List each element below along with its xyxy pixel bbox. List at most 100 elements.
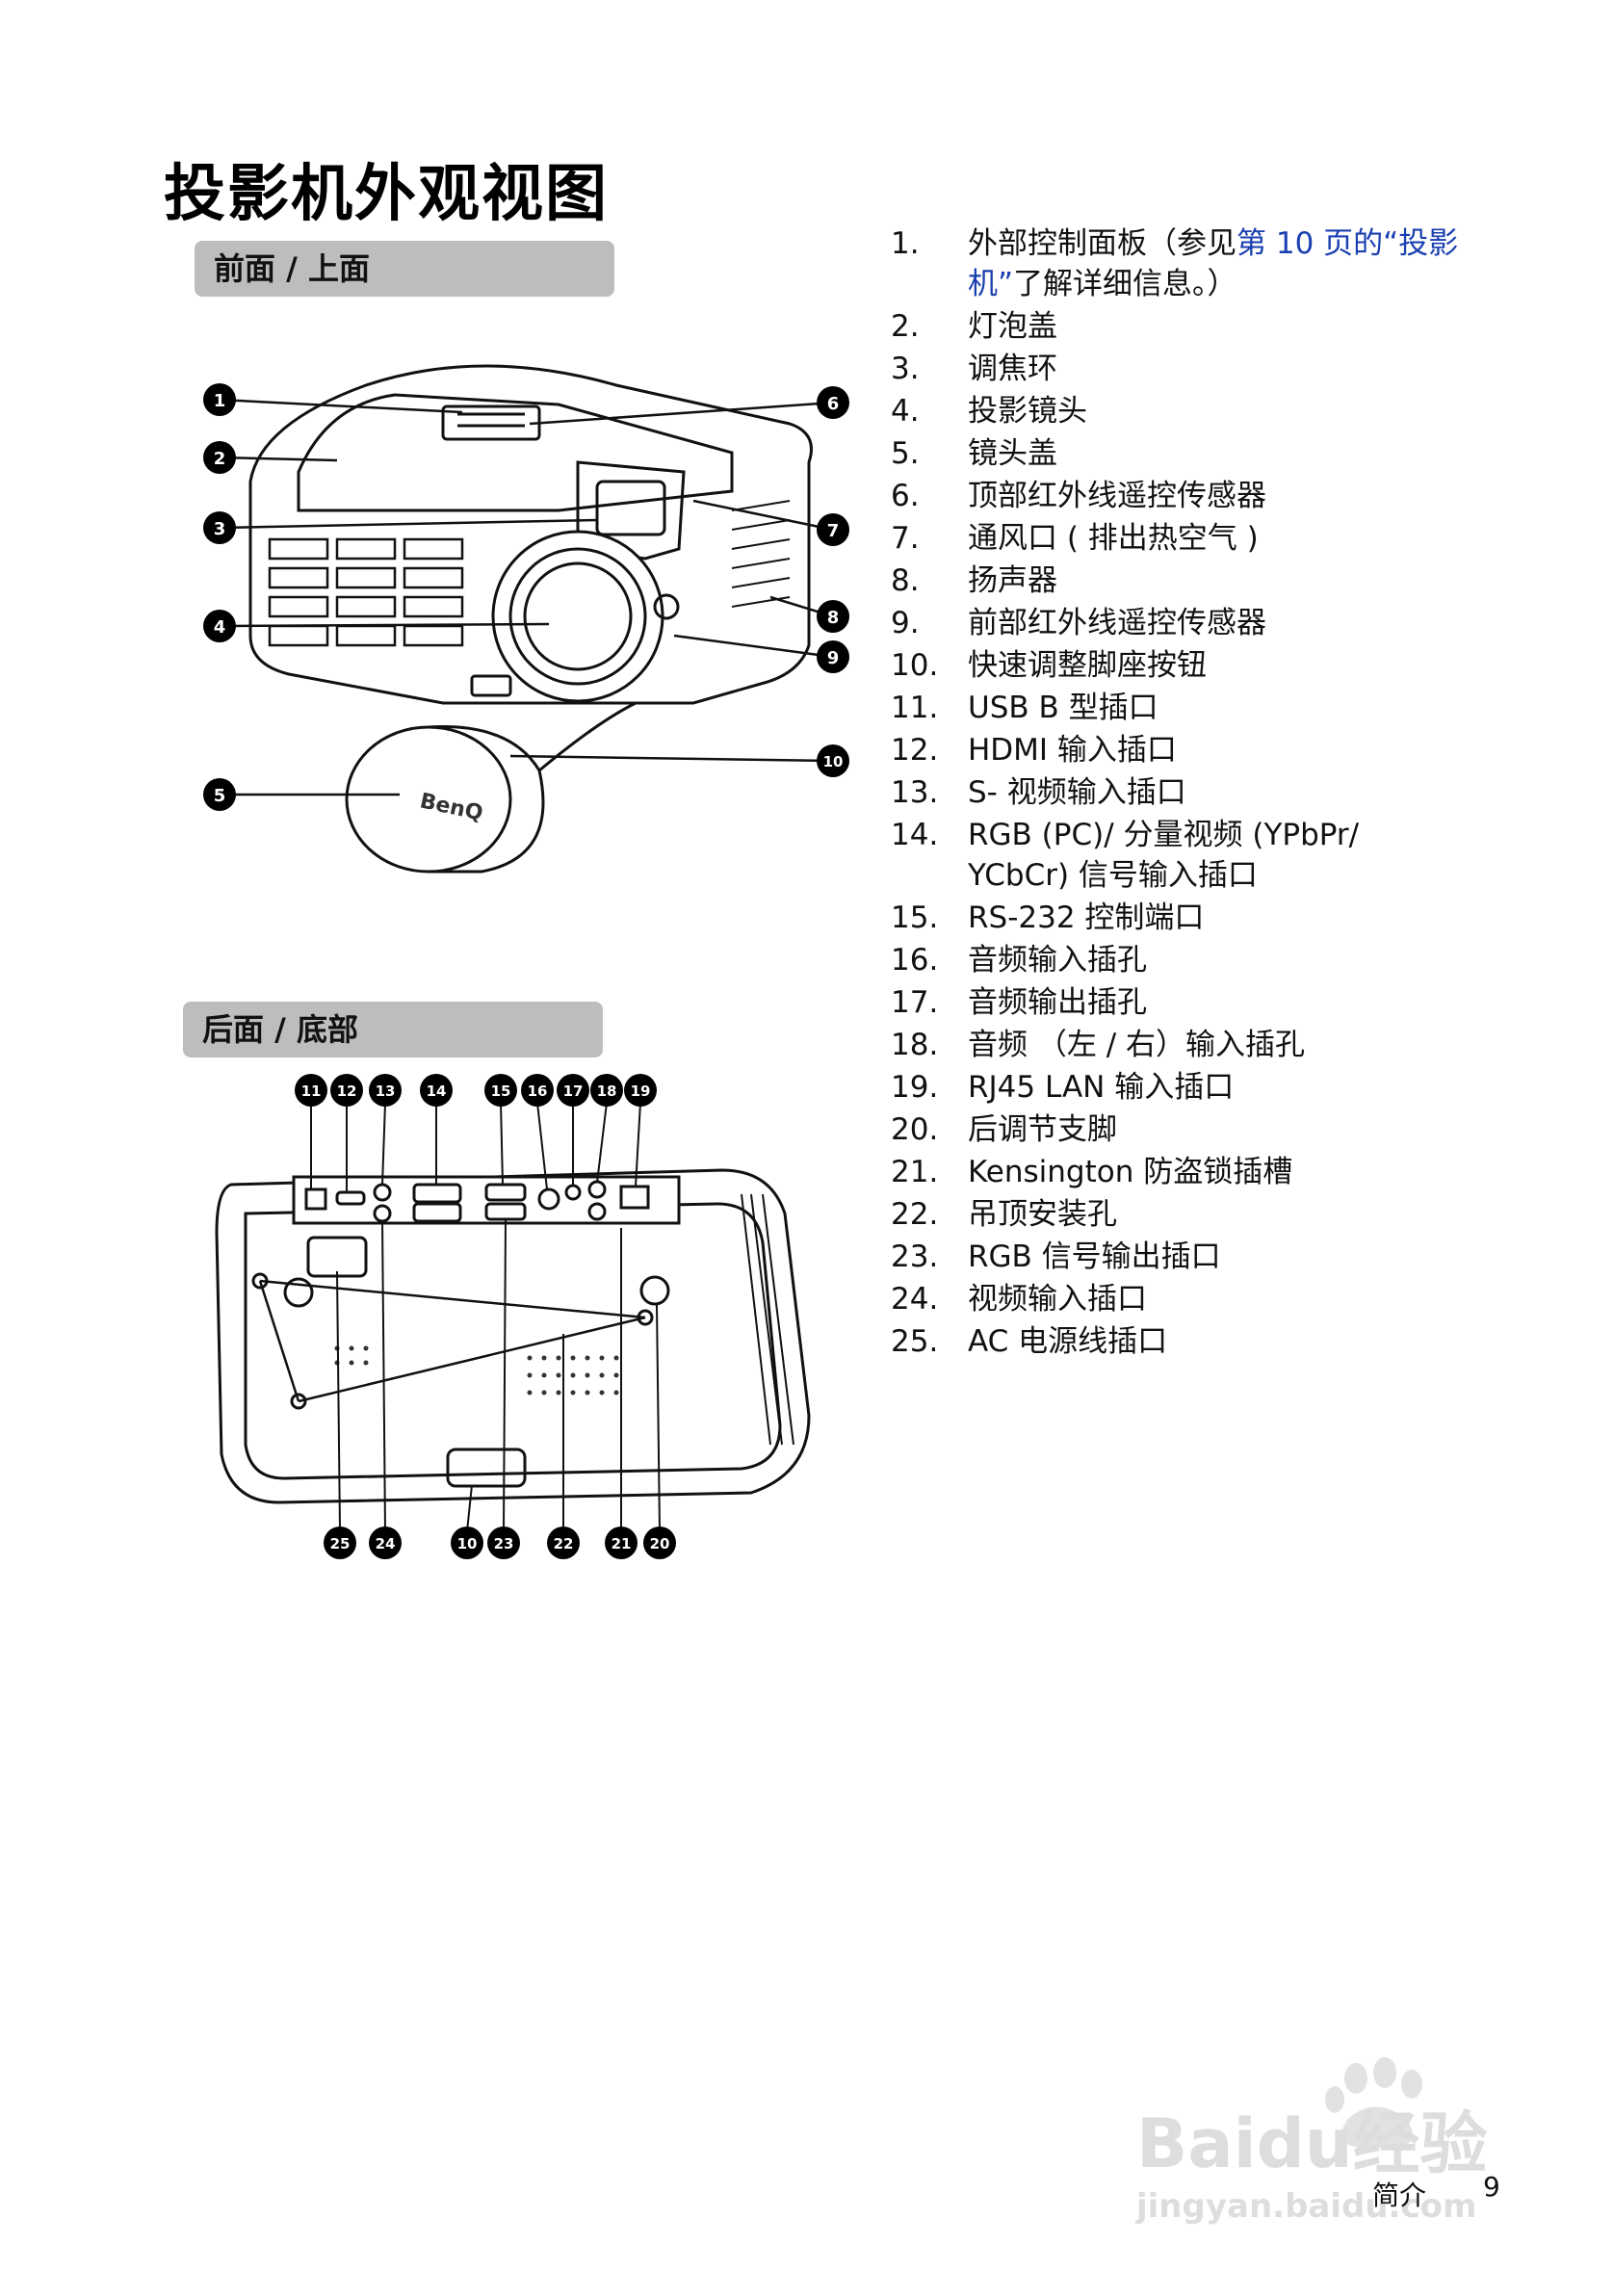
item-number: 3.: [891, 352, 920, 386]
list-item: 23. RGB 信号输出插口: [891, 1237, 1469, 1277]
callout-1: [203, 383, 236, 416]
list-item: 11. USB B 型插口: [891, 688, 1469, 728]
item-number: 23.: [891, 1239, 939, 1274]
item-text: 音频输入插孔: [968, 943, 1147, 978]
watermark-brand: Baidu经验: [1136, 2104, 1488, 2183]
callout-9: [817, 640, 849, 673]
projector-rear-illustration: 11 12 13 14 15 16 17 18 19 25 24 10 23 2…: [215, 1074, 811, 1559]
list-item: 9.前部红外线遥控传感器: [891, 603, 1469, 643]
callout-label-6: 6: [827, 394, 840, 414]
item-number: 17.: [891, 985, 939, 1020]
item-text: 吊顶安装孔: [968, 1197, 1117, 1232]
section-header-front: 前面 / 上面: [195, 241, 614, 297]
item-text: 通风口 ( 排出热空气 ): [968, 521, 1259, 556]
item-number: 24.: [891, 1282, 939, 1317]
item-number: 22.: [891, 1197, 939, 1232]
callout-6: [817, 386, 849, 419]
item-text: S- 视频输入插口: [968, 775, 1186, 810]
item-text: HDMI 输入插口: [968, 733, 1177, 768]
item-text: 灯泡盖: [968, 309, 1057, 344]
callout-label-19: 19: [631, 1083, 651, 1100]
callout-label-22: 22: [554, 1535, 574, 1552]
item-text-tail: 了解详细信息。）: [1013, 267, 1237, 301]
item-text: USB B 型插口: [968, 691, 1158, 725]
callout-label-2: 2: [214, 449, 226, 469]
item-number: 8.: [891, 563, 920, 598]
item-text: 顶部红外线遥控传感器: [968, 479, 1266, 513]
list-item: 22. 吊顶安装孔: [891, 1194, 1469, 1235]
callout-label-10b: 10: [457, 1535, 478, 1552]
item-text: Kensington 防盗锁插槽: [968, 1155, 1293, 1189]
callout-label-21: 21: [612, 1535, 632, 1552]
list-item: 6.顶部红外线遥控传感器: [891, 476, 1469, 516]
item-number: 11.: [891, 691, 939, 725]
callout-label-23: 23: [494, 1535, 514, 1552]
callout-label-9: 9: [827, 648, 840, 668]
callout-label-17: 17: [563, 1083, 584, 1100]
item-number: 19.: [891, 1070, 939, 1105]
list-item: 12. HDMI 输入插口: [891, 730, 1469, 770]
page-title: 投影机外观视图: [164, 159, 609, 230]
list-item: 13.S- 视频输入插口: [891, 772, 1469, 813]
item-number: 5.: [891, 436, 920, 471]
list-item: 21. Kensington 防盗锁插槽: [891, 1152, 1469, 1192]
callout-label-4: 4: [214, 617, 226, 638]
item-text: RJ45 LAN 输入插口: [968, 1070, 1235, 1105]
callout-5: [203, 778, 236, 811]
item-text: 快速调整脚座按钮: [968, 648, 1207, 683]
watermark-url: jingyan.baidu.com: [1134, 2187, 1476, 2225]
callout-8: [817, 600, 849, 633]
list-item: 19. RJ45 LAN 输入插口: [891, 1067, 1469, 1108]
list-item: 8.扬声器: [891, 561, 1469, 601]
item-number: 21.: [891, 1155, 939, 1189]
item-text: RGB (PC)/ 分量视频 (YPbPr/ YCbCr) 信号输入插口: [968, 818, 1360, 893]
callout-label-3: 3: [214, 519, 226, 539]
callout-label-1: 1: [214, 391, 226, 411]
item-number: 16.: [891, 943, 939, 978]
projector-front-illustration: BenQ 1 2 3 4 5 6 7 8 9 10: [203, 364, 849, 874]
list-item: 16. 音频输入插孔: [891, 940, 1469, 980]
list-item: 24. 视频输入插口: [891, 1279, 1469, 1319]
item-number: 20.: [891, 1112, 939, 1147]
callout-label-5: 5: [214, 786, 226, 806]
list-item: 3.调焦环: [891, 349, 1469, 389]
callout-label-18: 18: [597, 1083, 617, 1100]
callout-label-16: 16: [528, 1083, 548, 1100]
item-text: 后调节支脚: [968, 1112, 1117, 1147]
list-item: 7.通风口 ( 排出热空气 ): [891, 518, 1469, 559]
list-item: 2.灯泡盖: [891, 306, 1469, 347]
baidu-watermark: Baidu经验 jingyan.baidu.com: [1134, 2057, 1488, 2225]
item-text: RS-232 控制端口: [968, 900, 1205, 935]
item-text: 视频输入插口: [968, 1282, 1147, 1317]
callout-label-10: 10: [823, 753, 844, 770]
item-number: 12.: [891, 733, 939, 768]
callout-label-24: 24: [376, 1535, 396, 1552]
callout-label-14: 14: [427, 1083, 447, 1100]
callout-3: [203, 511, 236, 544]
item-number: 18.: [891, 1028, 939, 1062]
page-reference-link[interactable]: 第 10 页的“投影机”: [968, 226, 1459, 301]
item-text: 音频输出插孔: [968, 985, 1147, 1020]
callout-label-13: 13: [376, 1083, 396, 1100]
item-text: 前部红外线遥控传感器: [968, 606, 1266, 640]
footer-section-title: 简介: [1372, 2179, 1427, 2211]
list-item: 10. 快速调整脚座按钮: [891, 645, 1469, 686]
callout-7: [817, 513, 849, 546]
item-number: 4.: [891, 394, 920, 429]
front-callouts: [203, 383, 849, 811]
list-item: 25.AC 电源线插口: [891, 1321, 1469, 1362]
item-text: 音频 （左 / 右）输入插孔: [968, 1028, 1306, 1062]
list-item: 4. 投影镜头: [891, 391, 1469, 431]
item-text: RGB 信号输出插口: [968, 1239, 1221, 1274]
section-header-rear: 后面 / 底部: [183, 1002, 603, 1057]
parts-list: 1. 外部控制面板（参见第 10 页的“投影机”了解详细信息。） 2.灯泡盖 3…: [891, 223, 1469, 1364]
item-text: 投影镜头: [968, 394, 1087, 429]
list-item: 17. 音频输出插孔: [891, 982, 1469, 1023]
callout-label-15: 15: [491, 1083, 511, 1100]
callout-2: [203, 441, 236, 474]
callout-label-25: 25: [330, 1535, 351, 1552]
item-number: 10.: [891, 648, 939, 683]
callout-label-12: 12: [337, 1083, 357, 1100]
callout-label-8: 8: [827, 608, 840, 628]
callout-10: [817, 744, 849, 777]
